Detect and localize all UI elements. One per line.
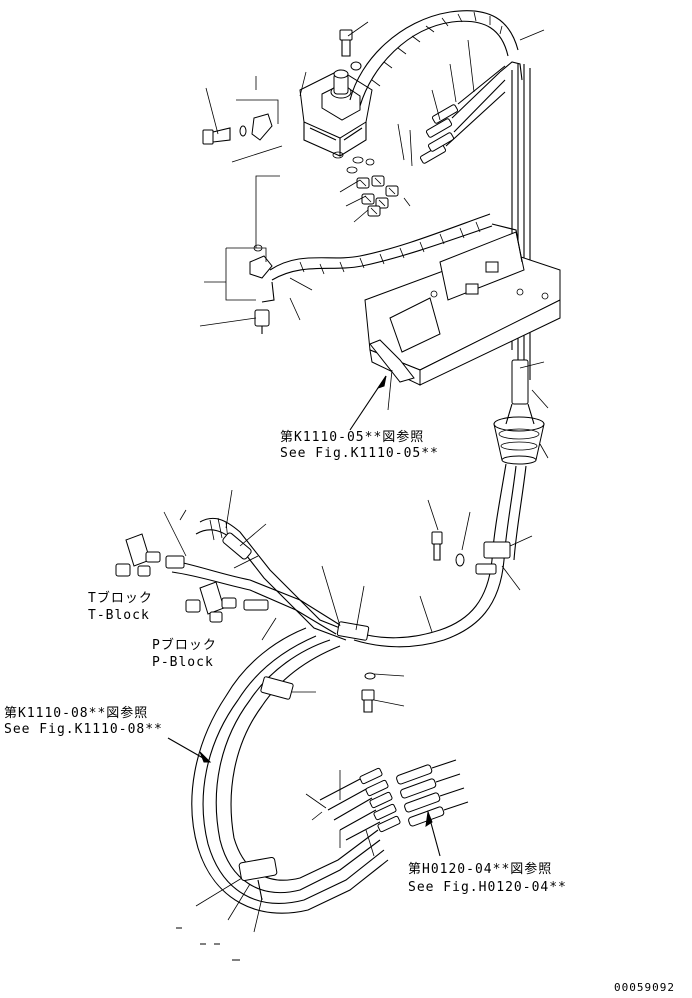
drawing-number: 00059092: [614, 981, 675, 994]
rubber-boot: [493, 359, 545, 465]
p-block-label-jp: Pブロック: [152, 638, 217, 653]
t-block-part: [115, 533, 161, 577]
leader-lines: [163, 21, 549, 933]
t-block-label-jp: Tブロック: [88, 591, 153, 606]
ref-k1110-05-en: See Fig.K1110-05**: [280, 446, 439, 461]
p-block-part: [185, 581, 237, 623]
spiral-wrapped-hose-upper: [349, 10, 519, 107]
vertical-hose-run: [511, 64, 531, 380]
ref-k1110-08-jp: 第K1110-08**図参照: [4, 706, 149, 721]
dash-marks-bottom: [176, 927, 240, 961]
top-bolt: [339, 29, 362, 71]
ref-h0120-04-en: See Fig.H0120-04**: [408, 880, 567, 895]
fitting-cluster: [356, 175, 399, 217]
p-block-label-en: P-Block: [152, 655, 214, 670]
pilot-control-valve: [299, 69, 373, 157]
left-harness-hose: [249, 213, 493, 334]
cable-harness: [165, 517, 351, 641]
hose-end-fittings: [319, 767, 401, 841]
control-stand-console: [364, 223, 561, 386]
ref-h0120-04-jp: 第H0120-04**図参照: [408, 862, 553, 877]
center-clamp: [336, 621, 376, 713]
hose-loop-bundle: [191, 627, 389, 914]
ref-k1110-08-en: See Fig.K1110-08**: [4, 722, 163, 737]
bolt-middle-right: [431, 531, 465, 567]
hose-bundle-right: [353, 463, 527, 648]
ref-k1110-05-jp: 第K1110-05**図参照: [280, 430, 425, 445]
left-bolt-upper: [202, 113, 273, 145]
loose-hose-fittings: [396, 759, 469, 827]
hose-fittings-top: [419, 61, 523, 164]
small-o-rings: [253, 151, 375, 252]
t-block-label-en: T-Block: [88, 608, 150, 623]
